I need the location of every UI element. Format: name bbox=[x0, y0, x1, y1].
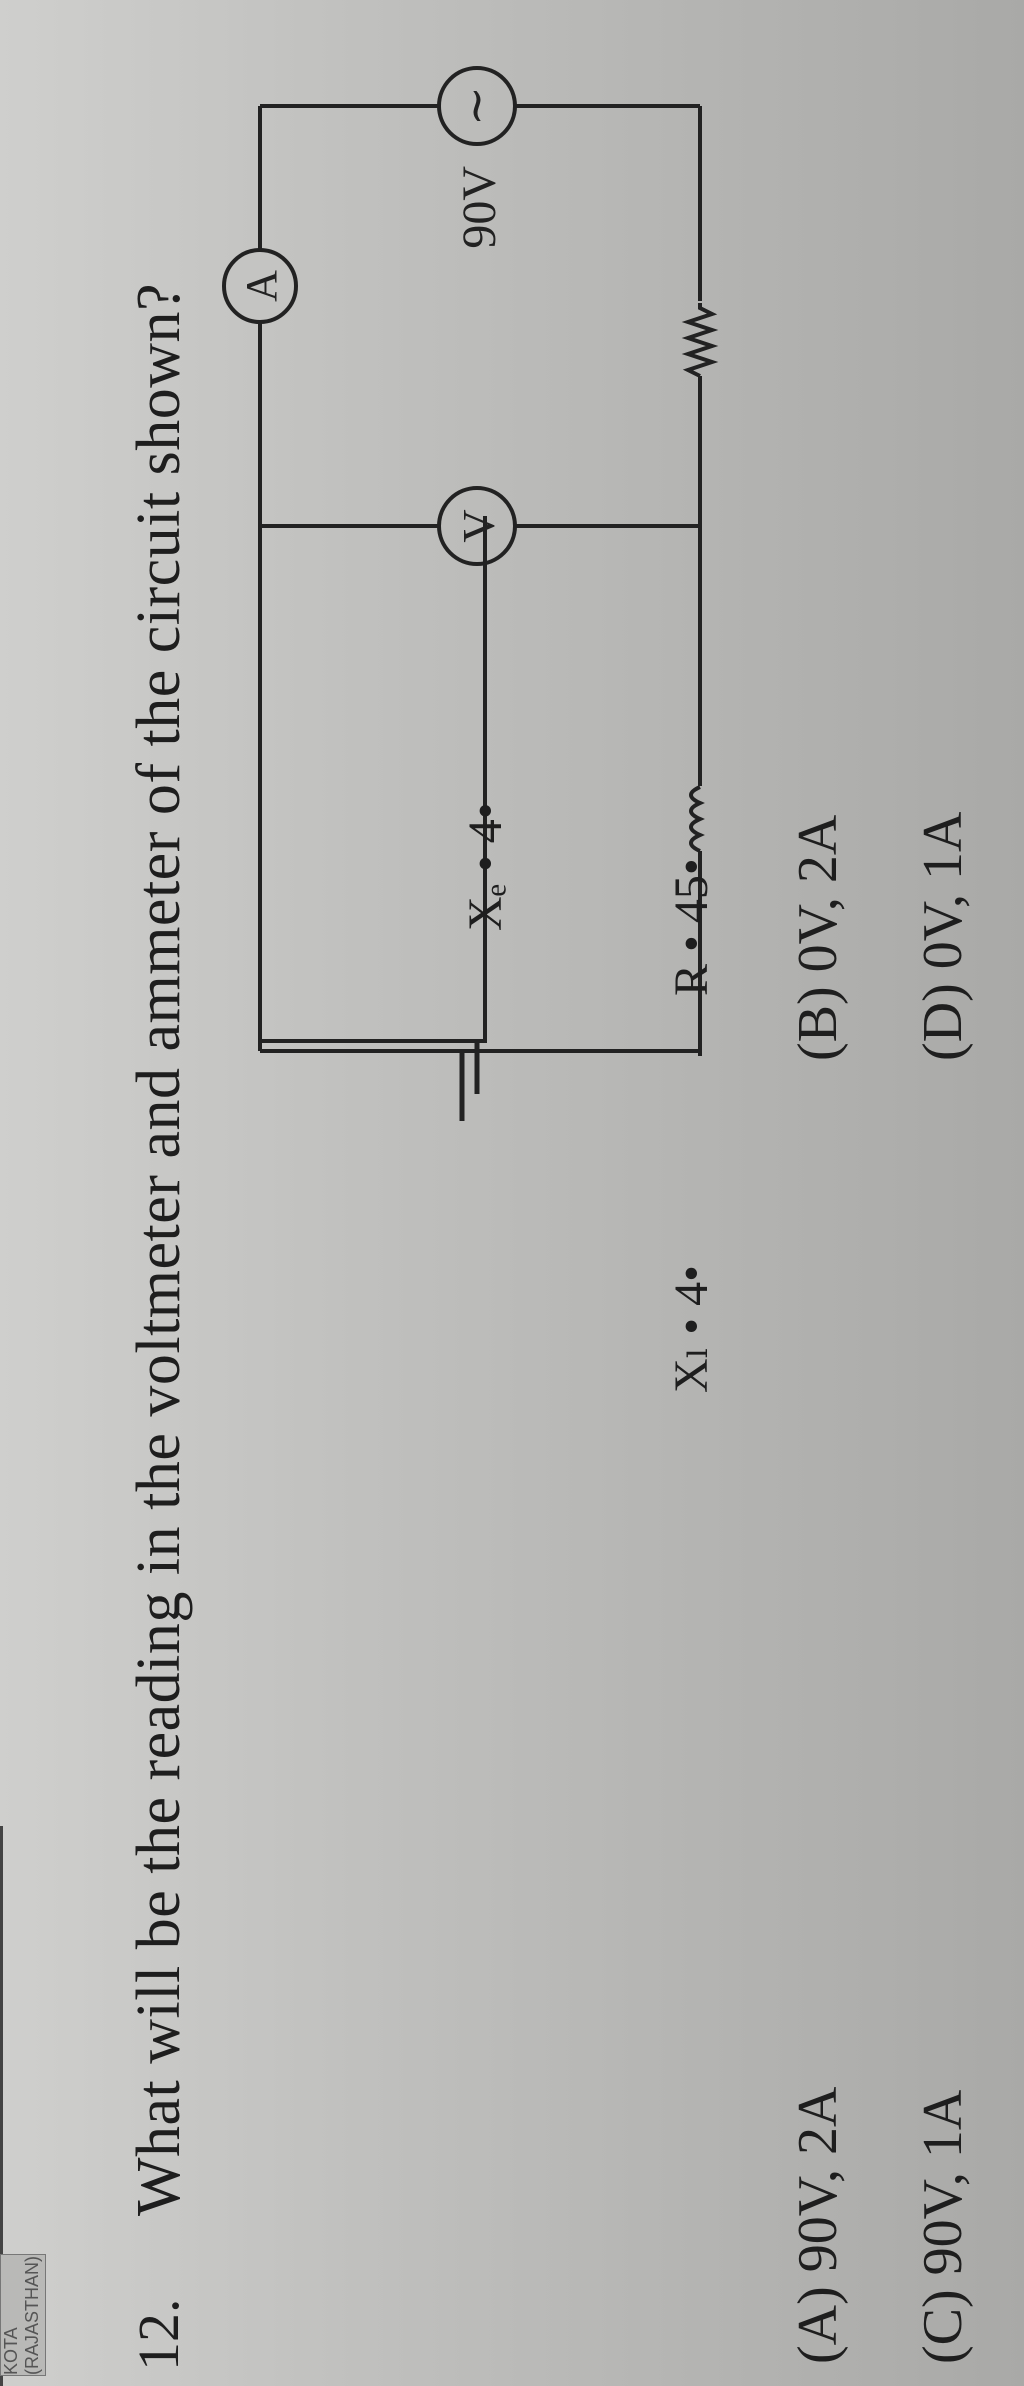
voltmeter-circle bbox=[437, 486, 517, 566]
ac-source-symbol: ~ bbox=[448, 86, 504, 126]
ammeter-symbol: A bbox=[237, 270, 286, 302]
option-b: (B) 0V, 2A bbox=[787, 814, 849, 1061]
option-a: (A) 90V, 2A bbox=[787, 2086, 849, 2364]
option-d: (D) 0V, 1A bbox=[912, 811, 974, 1061]
circuit-wires bbox=[258, 104, 702, 1053]
resistor-label: R • 45• bbox=[665, 858, 718, 996]
left-wire-top bbox=[260, 866, 487, 1043]
source-label: 90V bbox=[453, 166, 506, 249]
inductor bbox=[689, 785, 705, 853]
inductor-label: Xₗ • 4• bbox=[665, 1265, 718, 1393]
resistor bbox=[681, 303, 719, 378]
voltmeter-symbol: V bbox=[453, 509, 504, 542]
ac-source-circle bbox=[437, 66, 517, 146]
capacitor-label: Xₑ • 4• bbox=[459, 802, 512, 931]
option-c: (C) 90V, 1A bbox=[912, 2089, 974, 2364]
ammeter-circle bbox=[222, 248, 298, 324]
